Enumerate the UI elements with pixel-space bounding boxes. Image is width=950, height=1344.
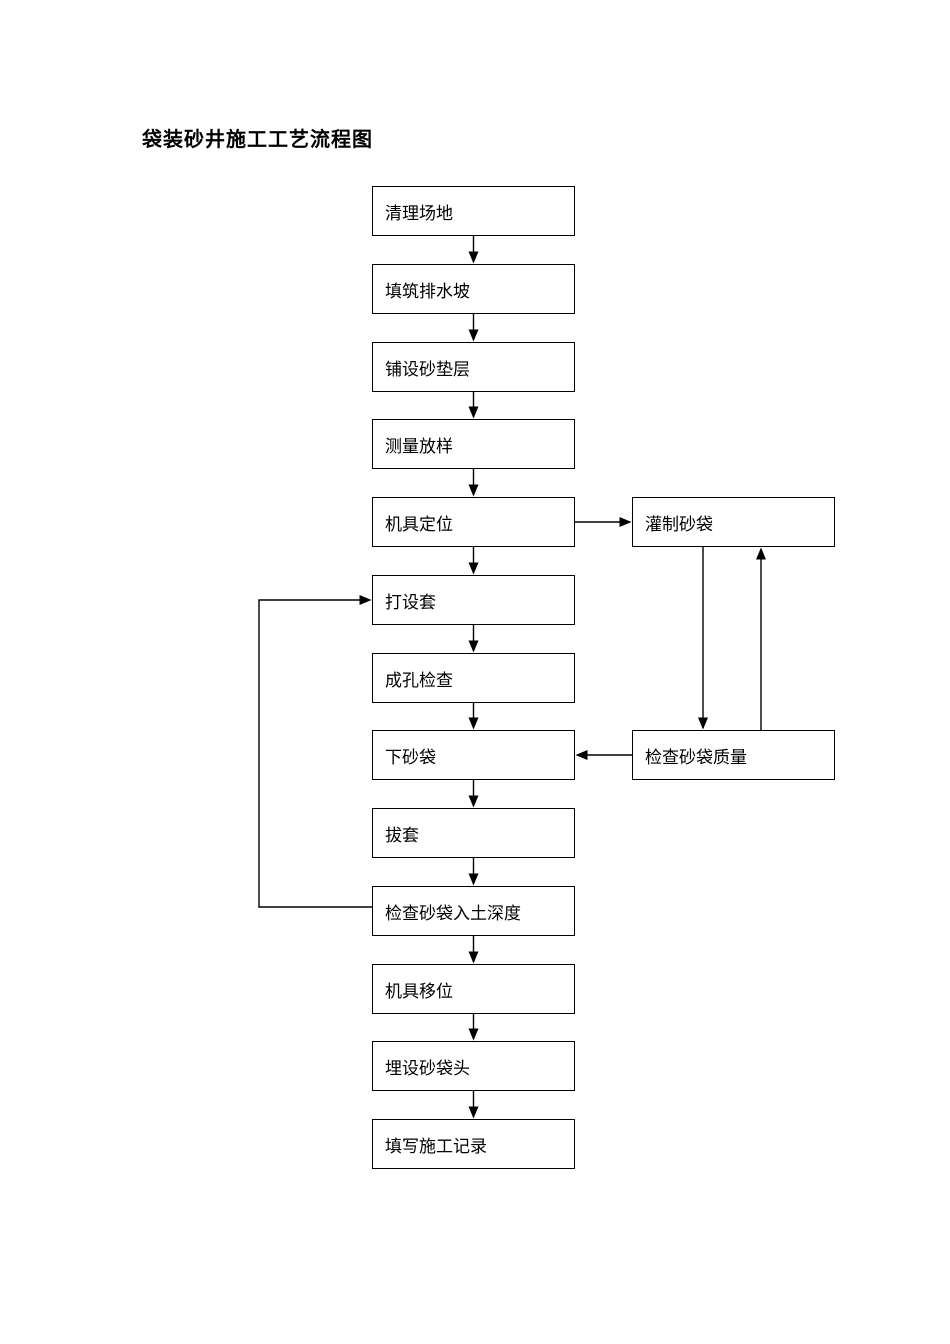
step-lay-sand-cushion: 铺设砂垫层 — [372, 342, 575, 392]
step-position-equipment: 机具定位 — [372, 497, 575, 547]
step-fill-construction-record: 填写施工记录 — [372, 1119, 575, 1169]
step-bury-sandbag-head: 埋设砂袋头 — [372, 1041, 575, 1091]
step-pull-casing: 拔套 — [372, 808, 575, 858]
step-fill-drainage-slope: 填筑排水坡 — [372, 264, 575, 314]
step-clear-site: 清理场地 — [372, 186, 575, 236]
step-drive-casing: 打设套 — [372, 575, 575, 625]
step-hole-inspection: 成孔检查 — [372, 653, 575, 703]
arrow-check-depth-loop-to-drive-casing — [258, 595, 372, 908]
step-fill-sandbags: 灌制砂袋 — [632, 497, 835, 547]
step-move-equipment: 机具移位 — [372, 964, 575, 1014]
step-survey-layout: 测量放样 — [372, 419, 575, 469]
page-title: 袋装砂井施工工艺流程图 — [142, 127, 373, 151]
step-check-sandbag-depth: 检查砂袋入土深度 — [372, 886, 575, 936]
step-lower-sandbag: 下砂袋 — [372, 730, 575, 780]
step-check-sandbag-quality: 检查砂袋质量 — [632, 730, 835, 780]
